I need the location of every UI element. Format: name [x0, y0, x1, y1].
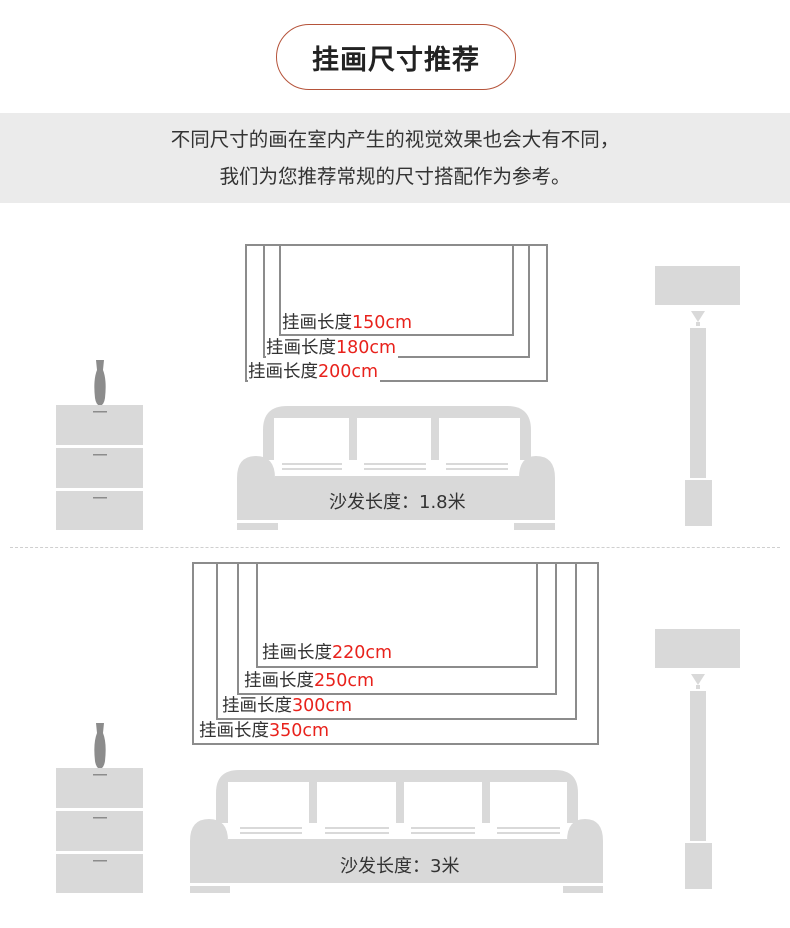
frame-150cm: [279, 244, 514, 336]
floor-lamp-illustration-2: [655, 629, 740, 889]
frame-size-value: 250cm: [314, 671, 375, 691]
frame-label-200cm: 挂画长度200cm: [248, 362, 381, 382]
frame-label-text: 挂画长度: [244, 671, 314, 691]
frame-label-text: 挂画长度: [262, 643, 332, 663]
frame-label-text: 挂画长度: [266, 338, 336, 358]
frame-220cm: [256, 562, 538, 668]
sofa-illustration-1: [237, 406, 555, 530]
section-divider: [10, 547, 780, 548]
nightstand-illustration-2: [56, 723, 143, 893]
frame-label-150cm: 挂画长度150cm: [282, 313, 415, 333]
frame-label-220cm: 挂画长度220cm: [262, 643, 395, 663]
frame-size-value: 180cm: [336, 338, 397, 358]
frame-size-value: 150cm: [352, 313, 413, 333]
frame-label-text: 挂画长度: [199, 721, 269, 741]
frame-label-text: 挂画长度: [282, 313, 352, 333]
intro-banner: 不同尺寸的画在室内产生的视觉效果也会大有不同， 我们为您推荐常规的尺寸搭配作为参…: [0, 113, 790, 203]
frame-label-300cm: 挂画长度300cm: [222, 696, 355, 716]
frame-size-value: 300cm: [292, 696, 353, 716]
frame-label-180cm: 挂画长度180cm: [266, 338, 399, 358]
floor-lamp-illustration-1: [655, 266, 740, 526]
frame-size-value: 350cm: [269, 721, 330, 741]
sofa-length-label-1: 沙发长度：1.8米: [329, 492, 466, 513]
intro-line-1: 不同尺寸的画在室内产生的视觉效果也会大有不同，: [170, 128, 620, 151]
frame-label-350cm: 挂画长度350cm: [199, 721, 332, 741]
page-title: 挂画尺寸推荐: [276, 24, 516, 90]
frame-label-text: 挂画长度: [248, 362, 318, 382]
sofa-illustration-2: [190, 770, 603, 893]
frame-label-text: 挂画长度: [222, 696, 292, 716]
frame-size-value: 200cm: [318, 362, 379, 382]
sofa-length-label-2: 沙发长度：3米: [340, 856, 460, 877]
frame-label-250cm: 挂画长度250cm: [244, 671, 377, 691]
intro-line-2: 我们为您推荐常规的尺寸搭配作为参考。: [219, 165, 571, 188]
frame-size-value: 220cm: [332, 643, 393, 663]
nightstand-illustration-1: [56, 360, 143, 530]
